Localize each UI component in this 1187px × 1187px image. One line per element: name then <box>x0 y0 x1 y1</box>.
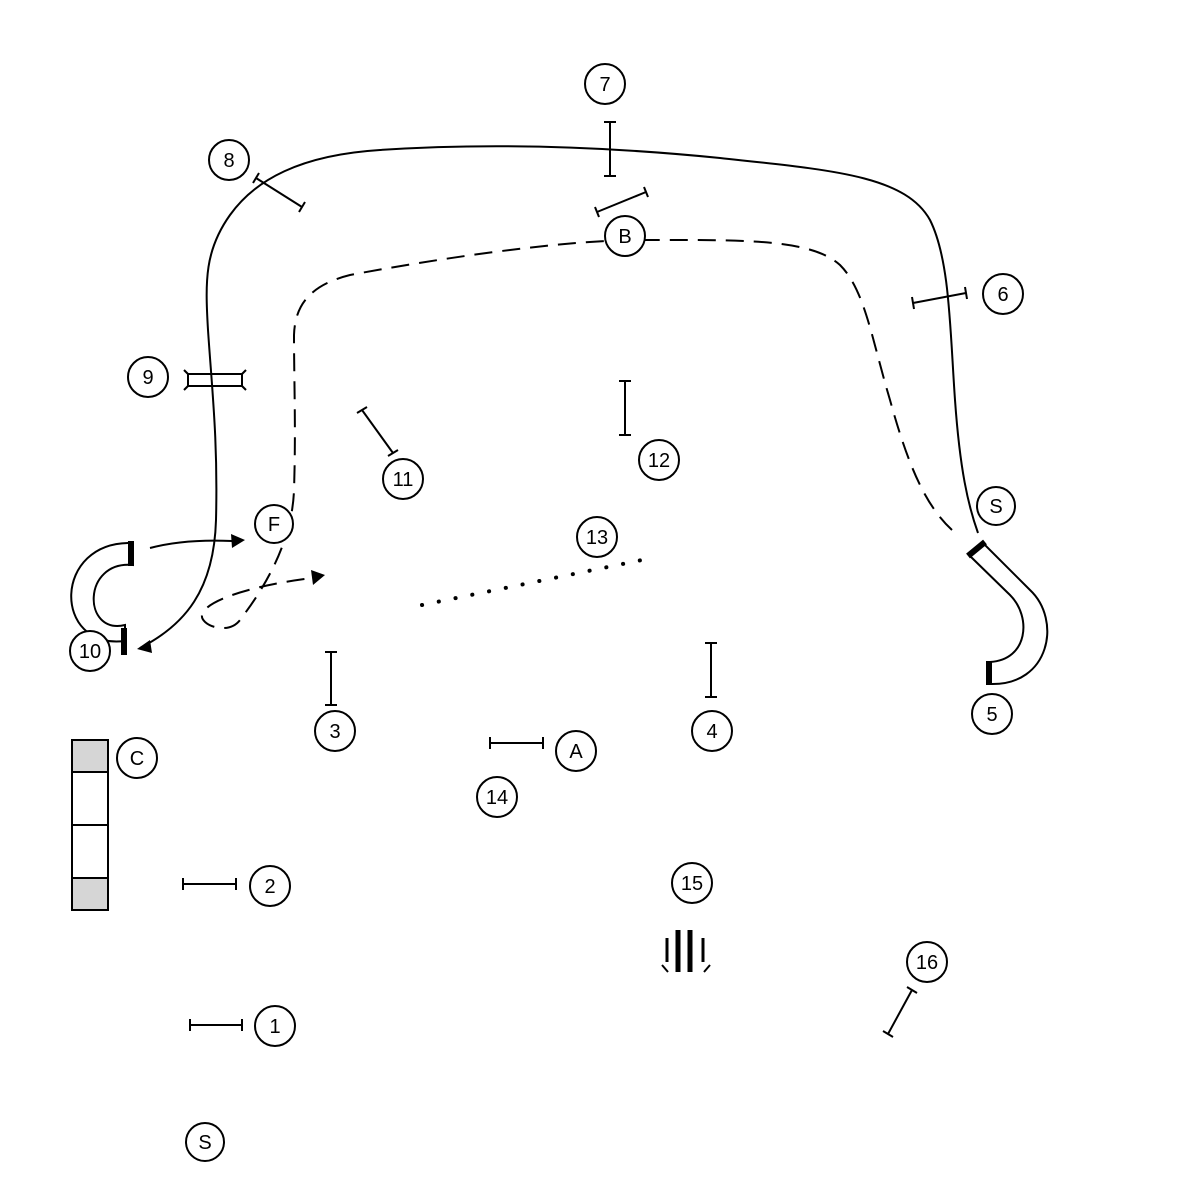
double-jump-9 <box>183 369 247 391</box>
marker-a: A <box>555 730 597 772</box>
jump-4 <box>705 642 717 698</box>
svg-text:14: 14 <box>486 787 508 809</box>
marker-11: 11 <box>382 458 424 500</box>
marker-2: 2 <box>249 865 291 907</box>
svg-text:1: 1 <box>269 1016 280 1038</box>
jump-6 <box>911 286 968 310</box>
marker-8: 8 <box>208 139 250 181</box>
svg-text:5: 5 <box>986 704 997 726</box>
jump-8 <box>252 172 306 213</box>
marker-13: 13 <box>576 516 618 558</box>
svg-text:10: 10 <box>79 641 101 663</box>
svg-text:B: B <box>618 226 631 248</box>
svg-text:S: S <box>989 496 1002 518</box>
dashed-path <box>201 238 953 630</box>
jump-3 <box>325 651 337 706</box>
svg-text:4: 4 <box>706 721 717 743</box>
marker-3: 3 <box>314 710 356 752</box>
svg-text:A: A <box>569 741 583 763</box>
dashed-path-arrowhead <box>311 570 325 585</box>
svg-text:3: 3 <box>329 721 340 743</box>
svg-text:C: C <box>130 748 144 770</box>
solid-path-arrowhead <box>137 640 152 653</box>
a-frame-c <box>71 739 109 911</box>
svg-text:13: 13 <box>586 527 608 549</box>
svg-text:S: S <box>198 1132 211 1154</box>
marker-4: 4 <box>691 710 733 752</box>
tunnel-10 <box>70 541 134 655</box>
tunnel-5 <box>966 539 1049 686</box>
jump-12 <box>619 380 631 436</box>
marker-1: 1 <box>254 1005 296 1047</box>
weave-poles-15 <box>661 930 711 973</box>
marker-16: 16 <box>906 941 948 983</box>
svg-text:7: 7 <box>599 74 610 96</box>
arrow-to-finish <box>149 539 233 549</box>
marker-10: 10 <box>69 630 111 672</box>
marker-14: 14 <box>476 776 518 818</box>
solid-path <box>139 145 979 649</box>
jump-2 <box>182 878 237 890</box>
jump-7 <box>604 121 616 177</box>
marker-start-top: S <box>976 486 1016 526</box>
jump-1 <box>189 1019 243 1031</box>
marker-b: B <box>604 215 646 257</box>
jump-11 <box>356 406 399 457</box>
svg-text:16: 16 <box>916 952 938 974</box>
arrow-to-finish-head <box>231 534 245 548</box>
marker-c: C <box>116 737 158 779</box>
marker-finish: F <box>254 504 294 544</box>
jump-b <box>594 186 649 218</box>
svg-text:15: 15 <box>681 873 703 895</box>
marker-start-bottom: S <box>185 1122 225 1162</box>
dotted-line <box>420 558 644 607</box>
marker-7: 7 <box>584 63 626 105</box>
svg-text:8: 8 <box>223 150 234 172</box>
svg-text:9: 9 <box>142 367 153 389</box>
marker-12: 12 <box>638 439 680 481</box>
marker-9: 9 <box>127 356 169 398</box>
svg-text:2: 2 <box>264 876 275 898</box>
marker-15: 15 <box>671 862 713 904</box>
marker-5: 5 <box>971 693 1013 735</box>
svg-text:F: F <box>268 514 280 536</box>
jump-16 <box>882 986 918 1038</box>
marker-6: 6 <box>982 273 1024 315</box>
svg-text:6: 6 <box>997 284 1008 306</box>
svg-text:11: 11 <box>393 469 414 491</box>
jump-a <box>489 737 544 749</box>
svg-text:12: 12 <box>648 450 670 472</box>
